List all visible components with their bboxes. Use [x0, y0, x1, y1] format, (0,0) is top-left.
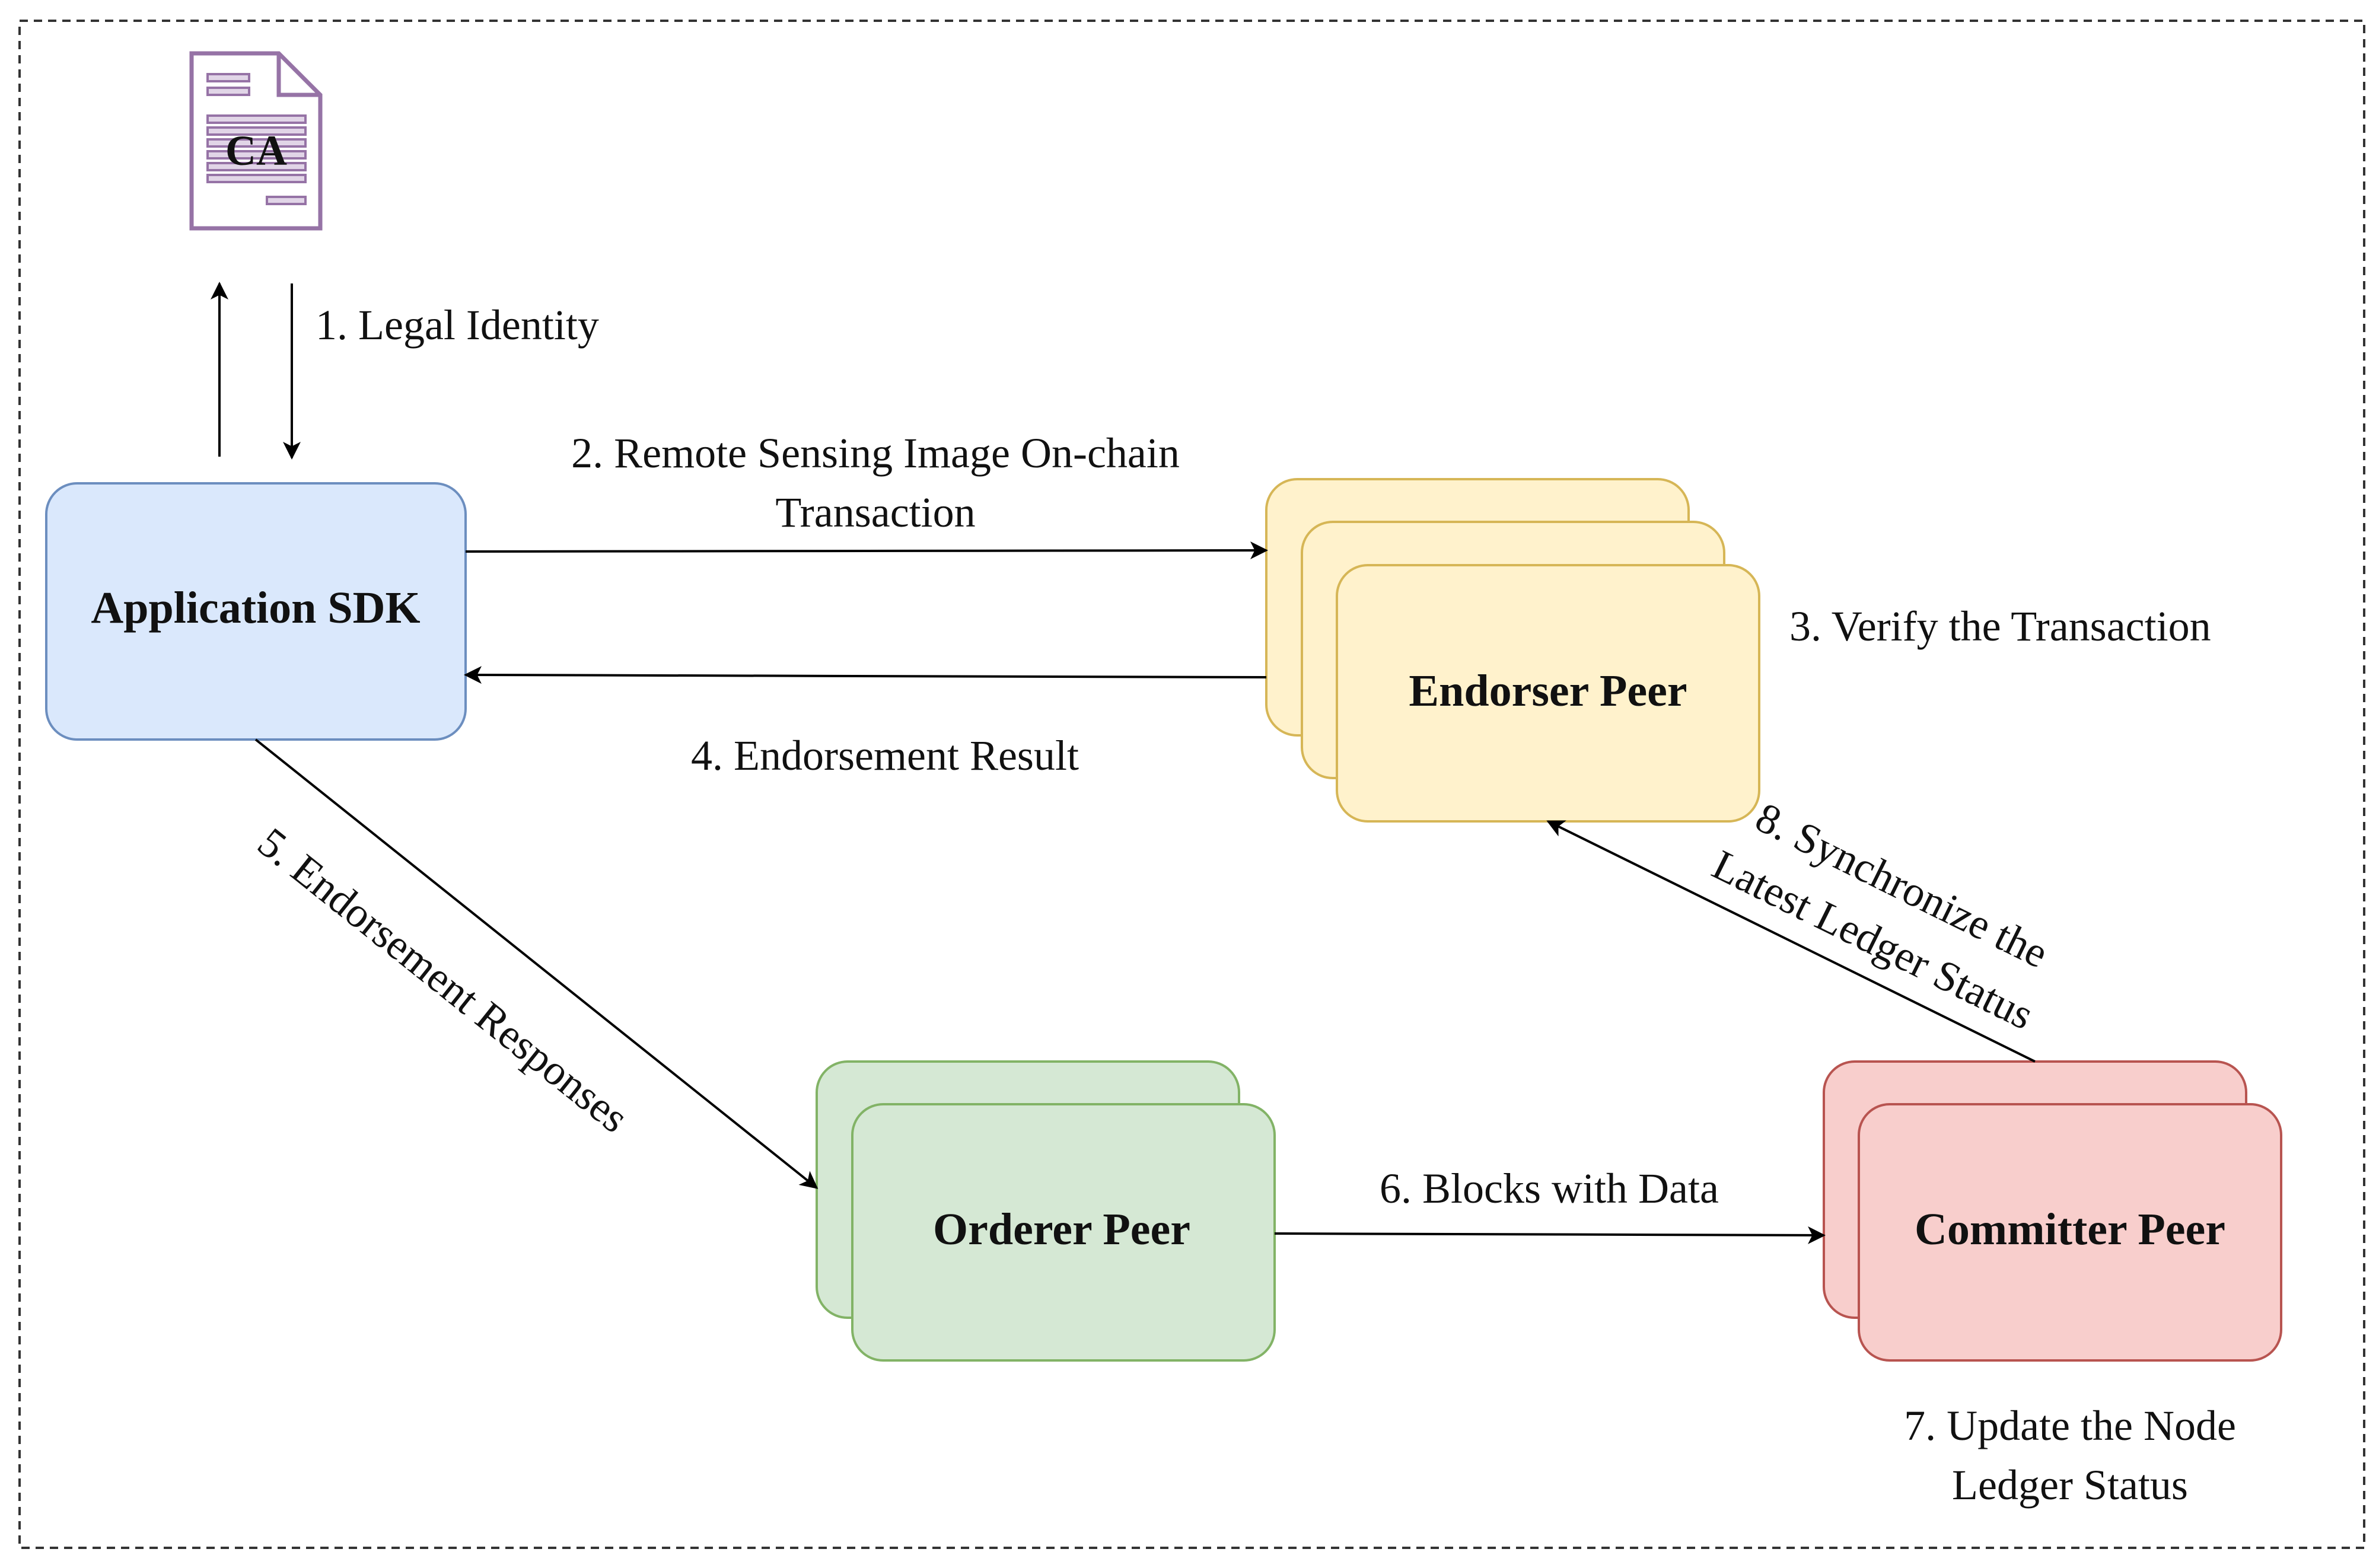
edge-orderer-to-committer	[1274, 1226, 1826, 1244]
orderer-peer-node[interactable]: Orderer Peer	[816, 1060, 1276, 1362]
edge-label-endorsement-responses: 5. Endorsement Responses	[249, 818, 638, 1142]
ca-document-icon: CA	[189, 51, 323, 231]
endorser-peer-node[interactable]: Endorser Peer	[1265, 478, 1760, 823]
edge-label-endorsement-result: 4. Endorsement Result	[691, 732, 1079, 779]
outer-frame	[18, 20, 2365, 1549]
edge-label-update-node-ledger-line2: Ledger Status	[1952, 1461, 2188, 1509]
orderer-peer-label: Orderer Peer	[933, 1204, 1190, 1254]
endorser-peer-label: Endorser Peer	[1409, 666, 1687, 716]
edge-label-onchain-transaction-line1: 2. Remote Sensing Image On-chain	[571, 429, 1180, 477]
edge-label-blocks-with-data: 6. Blocks with Data	[1380, 1165, 1719, 1212]
edge-sdk-to-orderer	[254, 738, 819, 1189]
committer-peer-label: Committer Peer	[1915, 1204, 2225, 1254]
edge-label-onchain-transaction-line2: Transaction	[775, 489, 975, 536]
application-sdk-node[interactable]: Application SDK	[45, 482, 467, 741]
edge-label-legal-identity: 1. Legal Identity	[316, 301, 599, 349]
edge-committer-to-endorser	[1546, 820, 2036, 1063]
application-sdk-label: Application SDK	[91, 583, 420, 633]
committer-peer-node[interactable]: Committer Peer	[1823, 1060, 2282, 1362]
edge-sdk-to-endorser	[465, 541, 1268, 560]
ca-label: CA	[225, 127, 287, 174]
edge-label-update-node-ledger-line1: 7. Update the Node	[1904, 1402, 2236, 1449]
edge-endorser-to-sdk	[464, 666, 1267, 684]
edge-label-verify-transaction: 3. Verify the Transaction	[1789, 603, 2211, 650]
